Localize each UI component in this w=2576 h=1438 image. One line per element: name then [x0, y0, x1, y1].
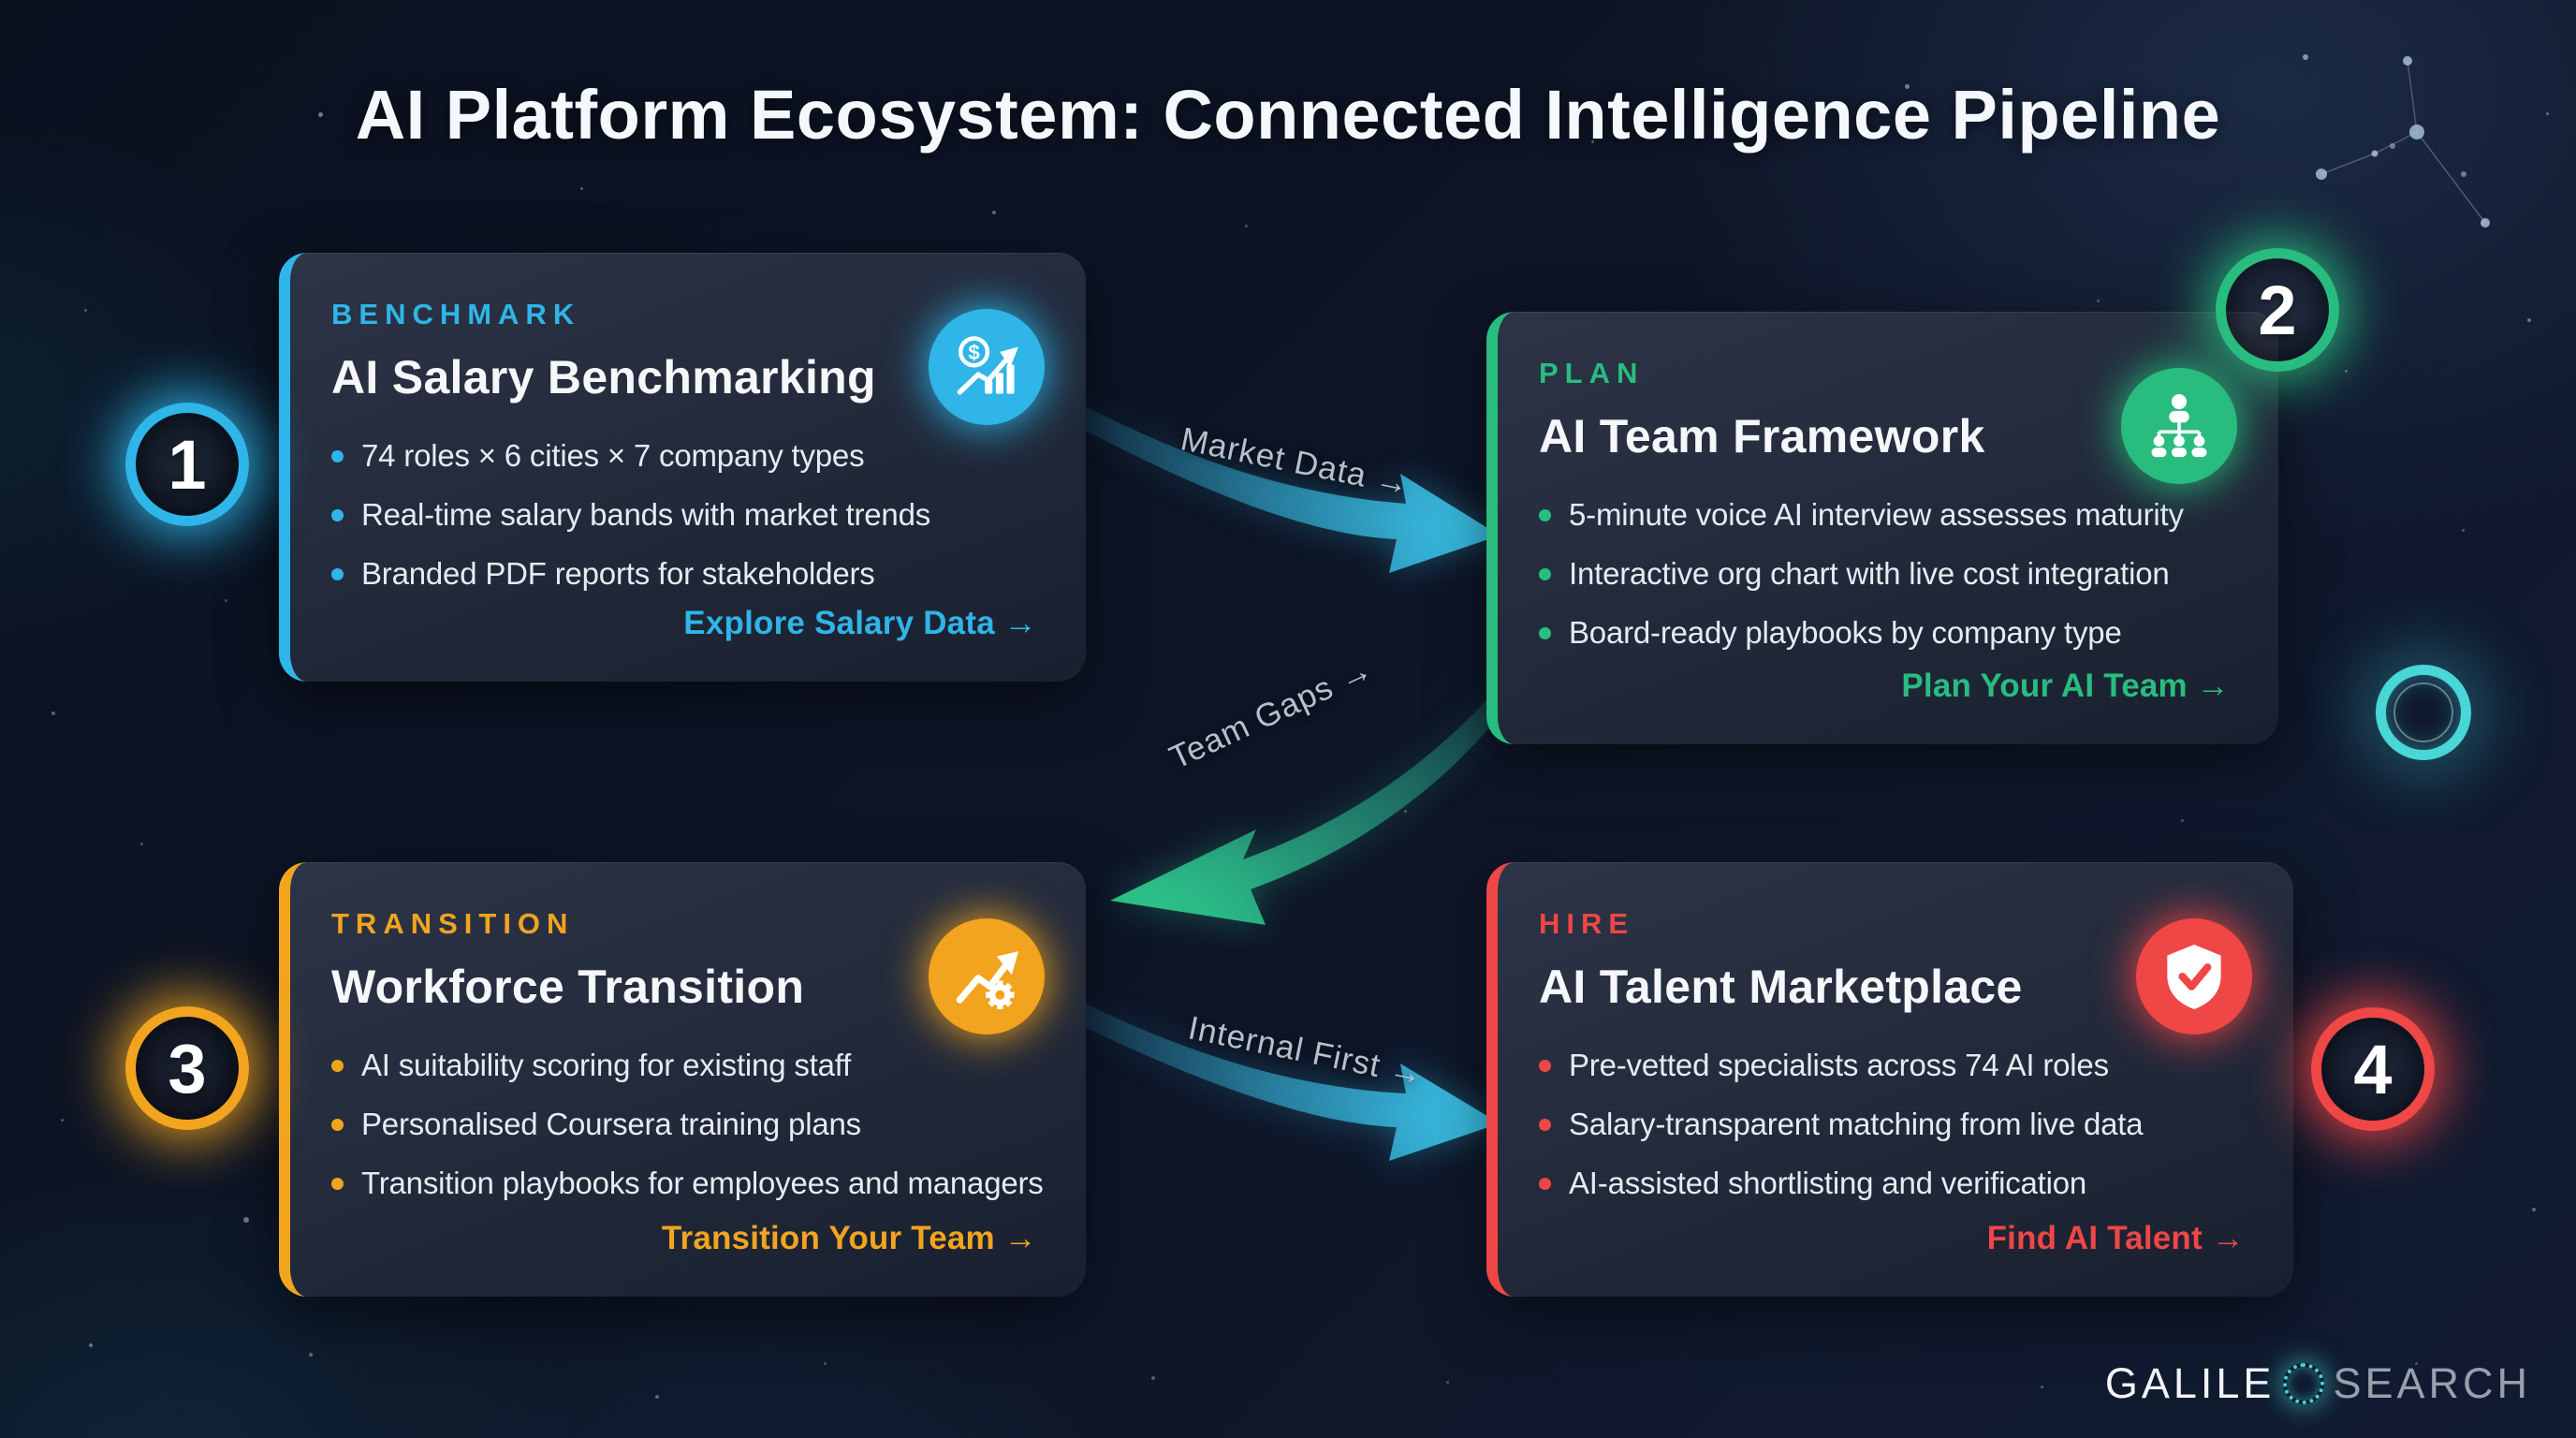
card-benchmark: BENCHMARK AI Salary Benchmarking $ 74 ro…	[279, 253, 1086, 682]
plan-your-ai-team-link[interactable]: Plan Your AI Team →	[1901, 668, 2230, 704]
card-title: AI Team Framework	[1539, 410, 1985, 462]
galileo-search-logo: GALILE SEARCH	[2105, 1359, 2531, 1408]
transition-your-team-link[interactable]: Transition Your Team →	[661, 1220, 1037, 1256]
glow-ring-decoration	[2376, 665, 2471, 760]
card-eyebrow: TRANSITION	[331, 907, 575, 940]
bullet-dot-icon	[1539, 627, 1551, 639]
bullet-dot-icon	[331, 509, 344, 521]
step-badge-2: 2	[2216, 248, 2339, 372]
step-badge-3: 3	[125, 1006, 249, 1130]
page-title: AI Platform Ecosystem: Connected Intelli…	[355, 76, 2221, 154]
card-bullets: 5-minute voice AI interview assesses mat…	[1539, 497, 2250, 651]
step-badge-1: 1	[125, 403, 249, 526]
bullet-dot-icon	[1539, 509, 1551, 521]
shield-check-icon	[2136, 918, 2252, 1034]
bullet-item: Pre-vetted specialists across 74 AI role…	[1539, 1048, 2265, 1083]
bullet-item: Transition playbooks for employees and m…	[331, 1166, 1058, 1201]
card-bullets: AI suitability scoring for existing staf…	[331, 1048, 1058, 1201]
bullet-item: AI-assisted shortlisting and verificatio…	[1539, 1166, 2265, 1201]
card-bullets: 74 roles × 6 cities × 7 company types Re…	[331, 438, 1058, 592]
card-title: AI Talent Marketplace	[1539, 961, 2023, 1013]
logo-o-ring-icon	[2283, 1363, 2325, 1404]
bullet-item: Personalised Coursera training plans	[331, 1107, 1058, 1142]
arrow-market-data	[1078, 403, 1500, 573]
bullet-item: AI suitability scoring for existing staf…	[331, 1048, 1058, 1083]
bullet-item: 5-minute voice AI interview assesses mat…	[1539, 497, 2250, 533]
card-hire: HIRE AI Talent Marketplace Pre-vetted sp…	[1486, 862, 2293, 1297]
card-eyebrow: PLAN	[1539, 357, 1645, 389]
step-badge-4: 4	[2311, 1007, 2435, 1131]
card-eyebrow: BENCHMARK	[331, 298, 581, 330]
card-title: Workforce Transition	[331, 961, 805, 1013]
bullet-item: Salary-transparent matching from live da…	[1539, 1107, 2265, 1142]
card-bullets: Pre-vetted specialists across 74 AI role…	[1539, 1048, 2265, 1201]
explore-salary-data-link[interactable]: Explore Salary Data →	[683, 605, 1037, 641]
logo-text-right: SEARCH	[2333, 1359, 2531, 1407]
find-ai-talent-link[interactable]: Find AI Talent →	[1986, 1220, 2245, 1256]
bullet-dot-icon	[331, 1060, 344, 1072]
bullet-dot-icon	[331, 1119, 344, 1131]
arrow-internal-first	[1078, 1000, 1500, 1161]
arrow-team-gaps	[1110, 648, 1533, 925]
growth-gear-icon	[929, 918, 1045, 1034]
logo-text-left: GALILE	[2104, 1359, 2276, 1407]
card-plan: PLAN AI Team Framework 5-minute voice AI…	[1486, 312, 2278, 744]
bullet-dot-icon	[1539, 1178, 1551, 1190]
svg-text:$: $	[968, 341, 980, 364]
bullet-item: Board-ready playbooks by company type	[1539, 615, 2250, 651]
bullet-item: Branded PDF reports for stakeholders	[331, 556, 1058, 592]
bullet-item: Real-time salary bands with market trend…	[331, 497, 1058, 533]
bullet-item: 74 roles × 6 cities × 7 company types	[331, 438, 1058, 474]
constellation-decoration	[2316, 56, 2490, 227]
bullet-dot-icon	[331, 568, 344, 580]
card-title: AI Salary Benchmarking	[331, 351, 876, 404]
card-eyebrow: HIRE	[1539, 907, 1635, 940]
card-transition: TRANSITION Workforce Transition AI suita…	[279, 862, 1086, 1297]
bullet-dot-icon	[1539, 1060, 1551, 1072]
bullet-dot-icon	[1539, 1119, 1551, 1131]
bullet-item: Interactive org chart with live cost int…	[1539, 556, 2250, 592]
salary-growth-icon: $	[929, 309, 1045, 425]
bullet-dot-icon	[1539, 568, 1551, 580]
org-chart-icon	[2121, 368, 2237, 484]
bullet-dot-icon	[331, 450, 344, 462]
bullet-dot-icon	[331, 1178, 344, 1190]
